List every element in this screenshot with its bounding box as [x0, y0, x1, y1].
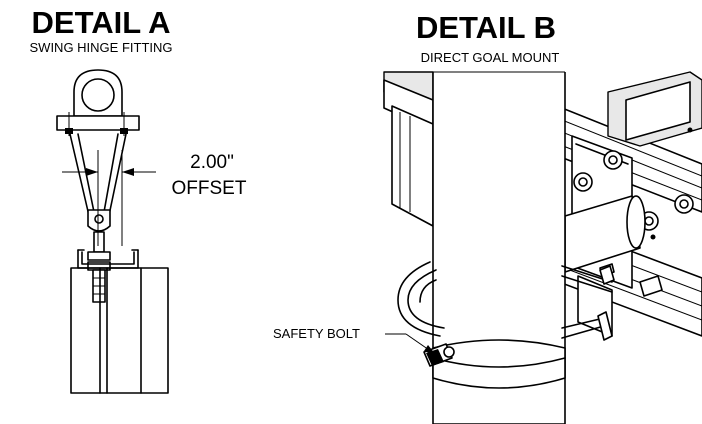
detail-a-title: DETAIL A	[32, 5, 171, 40]
base-collar	[432, 339, 566, 389]
hinge-bore	[81, 78, 115, 112]
detail-b: DETAIL B DIRECT GOAL MOUNT	[273, 10, 702, 424]
post	[70, 267, 169, 394]
dimension-arrow-right	[122, 168, 134, 176]
safety-bolt-callout: SAFETY BOLT	[273, 326, 436, 355]
offset-dimension: 2.00" OFFSET	[62, 150, 247, 246]
detail-b-title: DETAIL B	[416, 10, 556, 45]
swing-hinge-fitting	[56, 69, 169, 394]
mount-bolt-2	[573, 172, 593, 192]
detail-b-subtitle: DIRECT GOAL MOUNT	[421, 50, 560, 65]
mount-bolt-1	[603, 150, 623, 170]
u-bolt-left-arc	[397, 261, 441, 337]
detail-a: DETAIL A SWING HINGE FITTING	[30, 5, 247, 394]
detail-a-subtitle: SWING HINGE FITTING	[30, 40, 173, 55]
dimension-label: OFFSET	[172, 178, 247, 199]
mount-bolt-4	[674, 194, 694, 214]
callout-label: SAFETY BOLT	[273, 326, 360, 341]
goal-post	[432, 72, 566, 424]
dimension-arrow-left	[86, 168, 98, 176]
clamp-plate	[56, 115, 140, 131]
callout-arrow	[424, 345, 436, 355]
direct-goal-mount	[383, 71, 702, 424]
dimension-value: 2.00"	[190, 152, 234, 173]
hex-nut-upper	[87, 251, 111, 261]
